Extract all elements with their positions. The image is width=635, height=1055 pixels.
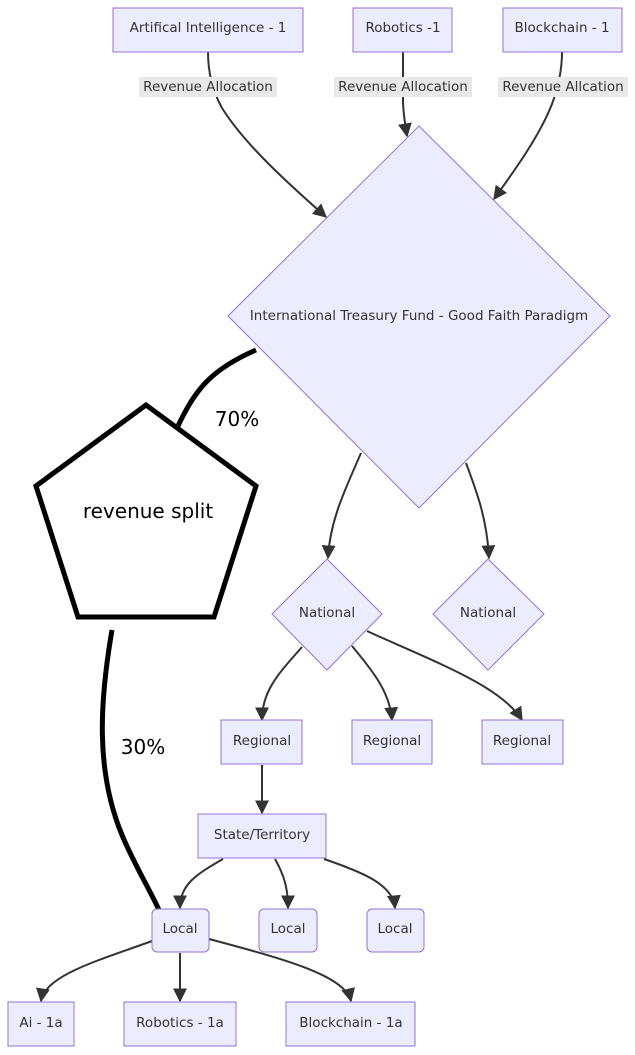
svg-text:revenue split: revenue split [83, 499, 213, 523]
svg-text:Regional: Regional [493, 733, 551, 749]
edge-label-blockchain-alloc: Revenue Allcation [498, 77, 628, 97]
svg-text:Robotics -1: Robotics -1 [365, 20, 440, 36]
edge-state-to-local-2 [274, 858, 295, 910]
edge-label-70-percent: 70% [215, 407, 259, 431]
svg-text:Local: Local [271, 921, 306, 937]
svg-text:Regional: Regional [363, 733, 421, 749]
node-local-2[interactable]: Local [258, 908, 318, 953]
edge-national-to-regional-2 [351, 645, 399, 722]
node-regional-1[interactable]: Regional [220, 719, 303, 765]
svg-text:Blockchain - 1: Blockchain - 1 [514, 20, 609, 36]
node-robotics-1a[interactable]: Robotics - 1a [123, 1001, 237, 1047]
svg-text:State/Territory: State/Territory [214, 827, 310, 843]
svg-text:National: National [299, 605, 355, 621]
edge-treasury-to-national-1 [321, 452, 362, 560]
node-ai-top[interactable]: Artifical Intelligence - 1 [112, 7, 304, 53]
edges [36, 51, 563, 1003]
edge-label-ai-alloc: Revenue Allocation [139, 77, 277, 97]
node-treasury[interactable]: International Treasury Fund - Good Faith… [227, 125, 611, 509]
edge-revenue-split-to-local-30 [99, 629, 162, 912]
edge-label-robotics-alloc: Revenue Allocation [334, 77, 472, 97]
edge-robotics-to-treasury [398, 52, 412, 138]
node-blockchain-top[interactable]: Blockchain - 1 [502, 7, 623, 53]
edge-national-to-regional-3 [366, 630, 523, 722]
svg-text:Revenue Allcation: Revenue Allcation [502, 79, 623, 95]
svg-text:International Treasury Fund -: International Treasury Fund - Good Faith… [250, 308, 588, 324]
node-regional-3[interactable]: Regional [481, 719, 564, 765]
edge-treasury-to-national-2 [465, 462, 496, 560]
svg-text:Revenue Allocation: Revenue Allocation [338, 79, 468, 95]
node-state-territory[interactable]: State/Territory [197, 813, 327, 859]
node-blockchain-1a[interactable]: Blockchain - 1a [285, 1001, 416, 1047]
node-local-1[interactable]: Local [151, 908, 210, 953]
node-national-2[interactable]: National [432, 558, 545, 671]
node-regional-2[interactable]: Regional [351, 719, 433, 765]
node-revenue-split[interactable]: revenue split [33, 401, 259, 620]
edge-national-to-regional-1 [255, 646, 303, 722]
edge-treasury-to-revenue-split-70 [174, 347, 257, 430]
svg-text:Blockchain - 1a: Blockchain - 1a [299, 1015, 402, 1031]
node-local-3[interactable]: Local [366, 908, 425, 953]
edge-state-to-local-3 [323, 858, 401, 910]
edge-label-30-percent: 30% [121, 735, 165, 759]
svg-text:Revenue Allocation: Revenue Allocation [143, 79, 273, 95]
edge-local-to-blockchain-1a [208, 938, 355, 1003]
edge-state-to-local-1 [173, 858, 224, 910]
svg-text:Artifical Intelligence - 1: Artifical Intelligence - 1 [130, 20, 287, 36]
edge-local-to-ai-1a [36, 940, 153, 1003]
svg-text:Ai - 1a: Ai - 1a [19, 1015, 62, 1031]
svg-text:Local: Local [163, 921, 198, 937]
node-ai-1a[interactable]: Ai - 1a [7, 1001, 75, 1047]
node-robotics-top[interactable]: Robotics -1 [352, 7, 453, 53]
svg-text:National: National [460, 605, 516, 621]
edge-blockchain-to-treasury [493, 51, 563, 201]
svg-text:Robotics - 1a: Robotics - 1a [136, 1015, 224, 1031]
node-national-1[interactable]: National [271, 558, 383, 671]
edge-ai-to-treasury [207, 51, 328, 218]
svg-text:Regional: Regional [233, 733, 291, 749]
svg-text:Local: Local [378, 921, 413, 937]
